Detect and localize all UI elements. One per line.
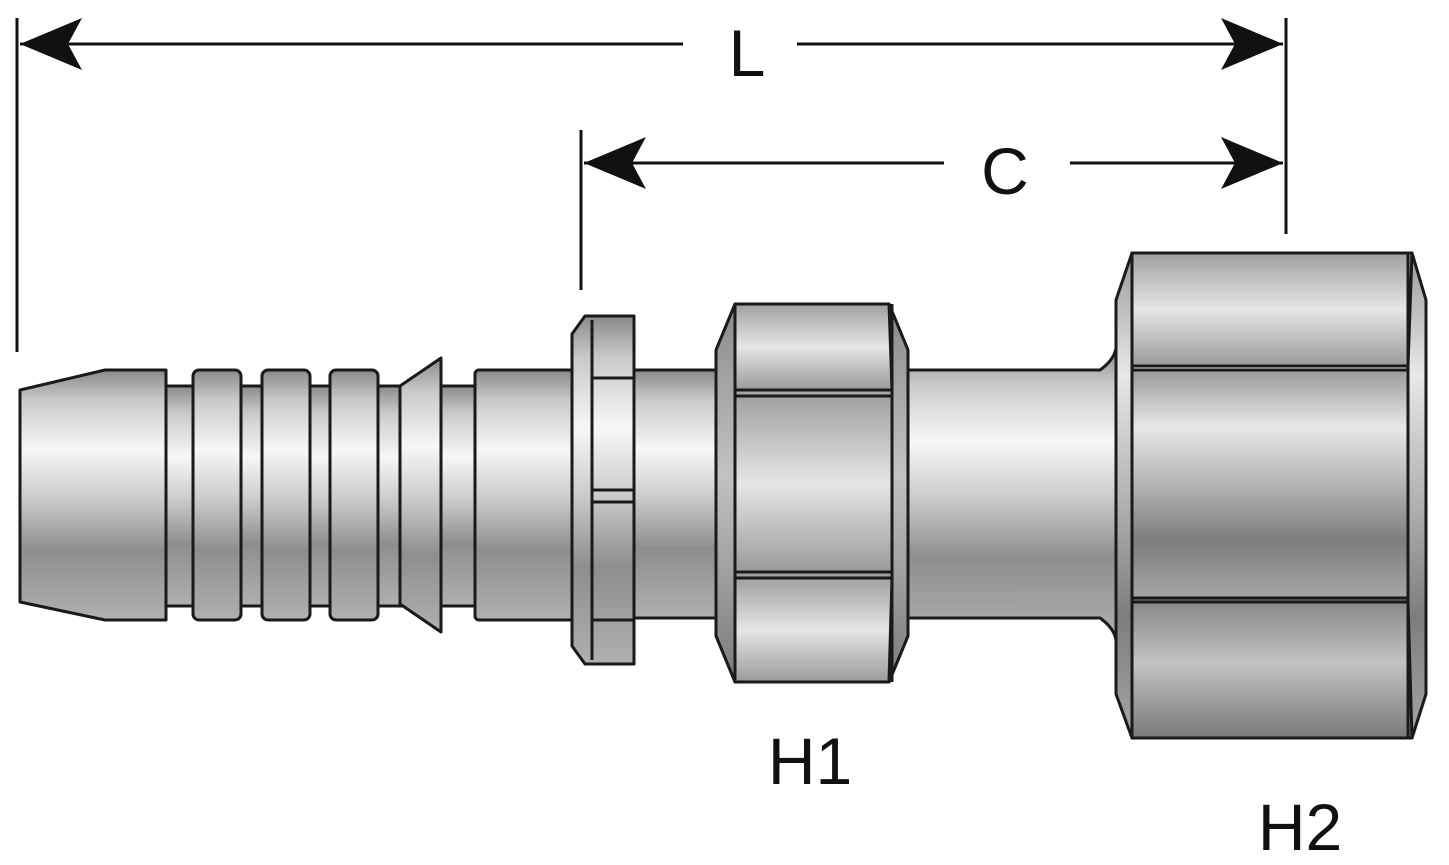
tube-section-1 <box>632 368 722 620</box>
hose-stem <box>18 356 587 634</box>
hex-h1-top-face <box>733 302 894 392</box>
dimension-c: C <box>579 130 1283 290</box>
hex-label-h1: H1 <box>768 724 852 798</box>
dimension-label-c: C <box>981 134 1029 208</box>
stem-ridge-2 <box>260 368 312 622</box>
stem-nose <box>18 368 168 622</box>
stem-barb-cone <box>398 356 443 634</box>
hex-nut-h2 <box>1114 251 1428 740</box>
dimension-l: L <box>15 16 1288 352</box>
stem-ridge-1 <box>191 368 243 622</box>
arrowhead-l-left <box>20 18 82 70</box>
hex-label-h2: H2 <box>1258 790 1342 864</box>
hex-h2-mid-face <box>1130 368 1410 600</box>
dimension-label-l: L <box>729 16 766 90</box>
hex-h2-bottom-face <box>1130 600 1414 740</box>
arrowhead-c-right <box>1221 137 1283 189</box>
tube-section-2 <box>906 347 1118 641</box>
collar <box>570 314 636 666</box>
hex-h1-bottom-face <box>733 576 894 684</box>
arrowhead-c-left <box>584 137 646 189</box>
hex-h2-top-face <box>1130 251 1414 368</box>
stem-shank <box>473 368 587 622</box>
stem-ridge-3 <box>328 368 380 622</box>
stem-neck <box>439 384 477 608</box>
arrowhead-l-right <box>1221 18 1283 70</box>
hex-h1-mid-face <box>733 394 894 574</box>
hex-nut-h1 <box>714 302 910 684</box>
